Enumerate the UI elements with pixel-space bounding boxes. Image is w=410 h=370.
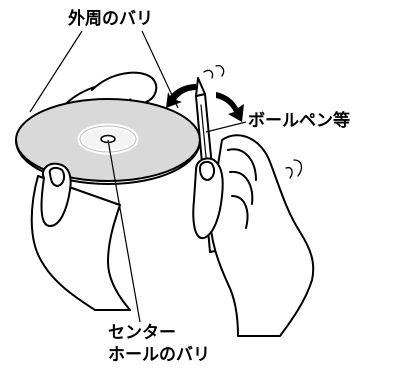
- disc-icon: [15, 98, 201, 186]
- center-hole-label-line2: ホールのバリ: [108, 345, 210, 365]
- rotate-arrows-icon: [166, 84, 244, 122]
- leader-outer-right: [141, 30, 179, 109]
- motion-lines: [203, 64, 303, 179]
- ballpoint-pen-label: ボールペン等: [248, 111, 350, 131]
- leader-outer-left: [29, 30, 83, 113]
- center-hole-burr-label: センター ホールのバリ: [108, 322, 210, 366]
- leader-pen: [205, 121, 247, 133]
- outer-burr-label: 外周のバリ: [68, 9, 153, 29]
- center-hole-label-line1: センター: [108, 323, 176, 343]
- right-hand-icon: [192, 134, 315, 337]
- leader-lines: [29, 30, 247, 323]
- leader-center: [107, 139, 141, 323]
- left-thumb: [40, 162, 72, 227]
